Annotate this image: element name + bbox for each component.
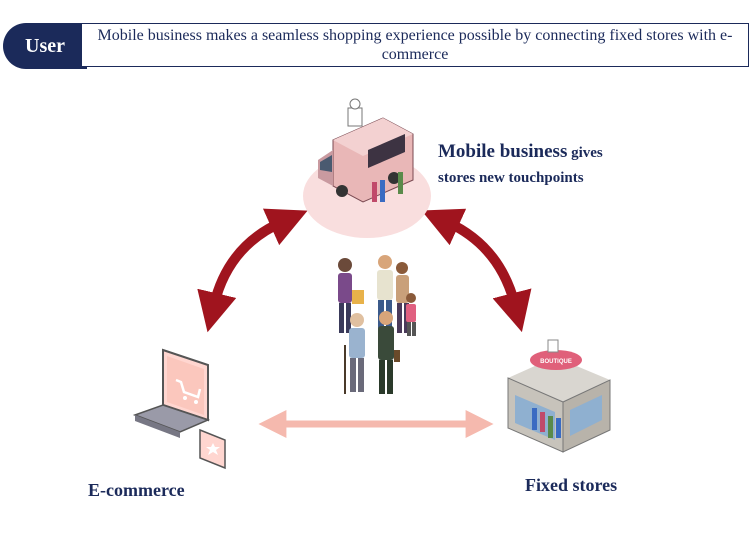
mobile-business-label: Mobile business gives stores new touchpo… [438,140,668,190]
shoppers-crowd-illustration [338,255,416,394]
arrow-mobile-fixed [421,208,532,333]
boutique-store-illustration: BOUTIQUE [507,339,611,453]
header-banner: Mobile business makes a seamless shoppin… [81,23,749,67]
fixed-stores-label: Fixed stores [525,475,618,495]
arrow-mobile-ecommerce [197,208,308,333]
laptop-phone-illustration [132,348,226,470]
user-badge: User [3,23,87,69]
ecommerce-label: E-commerce [88,480,185,500]
mobile-business-title: Mobile business [438,141,568,162]
mobile-business-subtitle-a: gives [567,145,603,161]
food-truck-illustration [303,98,431,238]
header: User Mobile business makes a seamless sh… [3,23,751,69]
mobile-business-subtitle-b: stores new touchpoints [438,170,584,186]
store-sign-text: BOUTIQUE [540,359,572,365]
